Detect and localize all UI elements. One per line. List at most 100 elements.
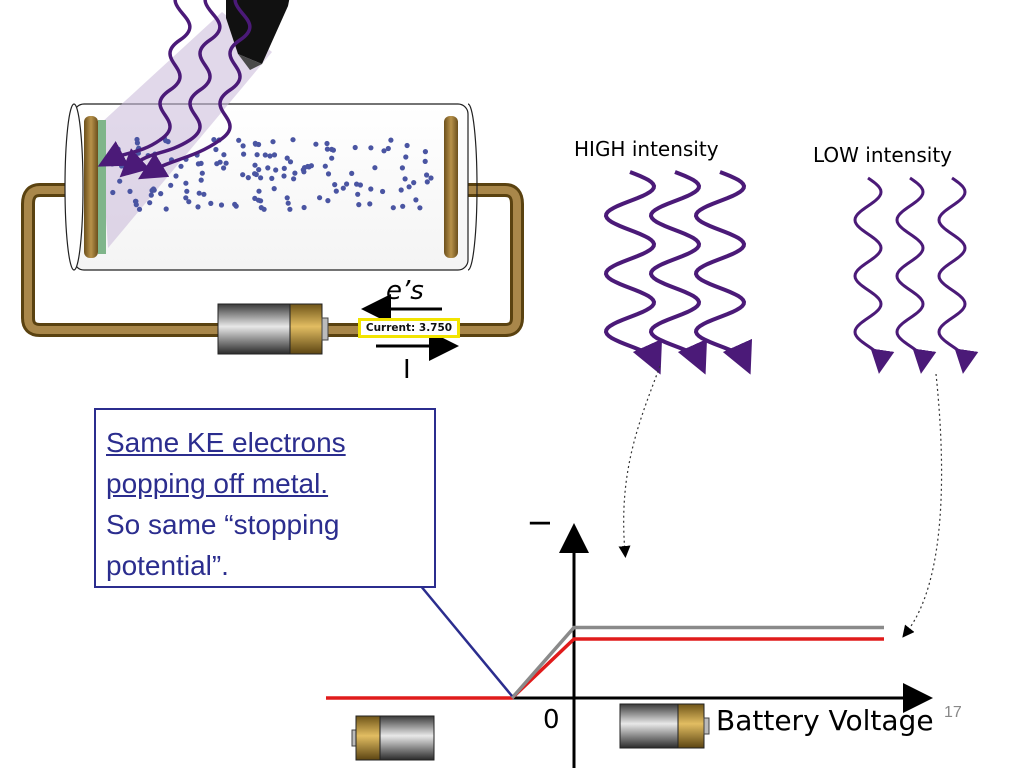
electron-dot [422,149,428,155]
electron-dot [390,205,396,211]
electron-dot [252,162,258,168]
electron-dot [110,189,116,196]
electron-dot [271,152,278,158]
electron-dot [198,160,204,166]
emitter-plate [84,116,106,258]
electron-dot [285,200,291,206]
electron-dot [213,146,219,153]
electron-dot [403,154,409,160]
low-intensity-photon [895,176,937,374]
circuit-wire [21,183,524,337]
electron-dot [292,170,298,176]
electron-dot [424,172,430,178]
electron-dot [291,176,297,182]
electron-dot [352,144,358,151]
electron-dot [258,175,264,181]
electron-dot [301,169,307,175]
high-intensity-photon [693,170,753,375]
electron-dot [399,165,405,171]
high-intensity-photons [603,170,753,375]
electron-dot [324,146,330,152]
electron-dot [236,137,242,143]
low-intensity-label: LOW intensity [813,143,953,167]
low-intensity-connector [902,373,943,638]
low-intensity-curve [326,637,884,700]
electron-dot [119,163,125,169]
electron-dot [173,173,179,179]
x-axis-label: Battery Voltage [716,704,934,737]
electron-dot [398,187,404,193]
electron-dot [254,152,260,158]
electron-dot [221,165,227,171]
electron-dot [127,188,133,194]
reverse-battery-icon [351,715,435,761]
electron-cloud [109,135,434,212]
electron-dot [380,188,386,195]
electron-dot [184,188,190,194]
electron-dot [273,167,279,173]
callout-note: Same KE electrons popping off metal. So … [94,408,436,588]
low-intensity-photon [937,176,979,374]
electron-dot [198,177,204,183]
current-symbol-label: I [403,355,411,385]
slide-number: 17 [944,704,962,721]
electron-dot [284,155,290,161]
note-line-2: popping off metal. [106,468,329,499]
low-intensity-photon [853,176,895,374]
electron-dot [325,171,332,177]
electron-dot [340,185,346,191]
electron-dot [124,162,130,168]
electron-dot [411,180,417,186]
electron-dot [109,161,115,167]
high-intensity-photon [648,170,708,375]
collector-plate [444,116,458,258]
electron-dot [332,182,338,188]
electron-dot [372,165,378,171]
low-intensity-photons [853,176,979,374]
high-intensity-connector [618,365,661,558]
electron-dot [301,204,307,211]
note-line-4: potential”. [106,550,229,581]
ammeter-readout: Current: 3.750 [358,318,460,338]
electron-dot [388,137,394,143]
electron-dot [178,163,184,169]
electron-dot [333,188,339,194]
battery-icon [217,303,329,355]
note-line-1: Same KE electrons [106,427,346,458]
electron-dot [148,163,154,169]
electron-dot [402,176,408,182]
electron-dot [290,137,296,143]
electron-dot [132,198,139,204]
electron-dot [381,148,387,154]
electron-dot [400,203,406,209]
electron-dot [344,181,350,187]
electron-dot [406,184,412,190]
electron-dot [199,170,205,176]
electron-dot [261,206,267,212]
electron-dot [367,201,373,207]
high-intensity-photon [603,170,663,375]
electron-dot [313,141,319,147]
electron-dot [150,186,157,192]
electron-dot [136,206,143,212]
electron-dot [183,180,189,186]
y-axis-label: I [523,519,556,528]
incoming-photons [97,0,252,180]
electron-dot [240,143,246,149]
electron-dot [424,179,430,185]
origin-label: 0 [543,705,560,735]
electron-dot [201,191,207,197]
electron-dot [325,198,331,204]
electron-dot [368,145,374,151]
electron-dot [148,192,154,198]
light-beam [100,12,272,248]
electron-dot [211,137,217,143]
note-line-3: So same “stopping [106,509,340,540]
electron-dot [168,182,174,188]
electron-dot [232,201,238,207]
electron-dot [287,206,293,212]
electron-dot [117,178,123,184]
electron-dot [217,159,223,165]
electrons-label: e’s [386,276,424,306]
